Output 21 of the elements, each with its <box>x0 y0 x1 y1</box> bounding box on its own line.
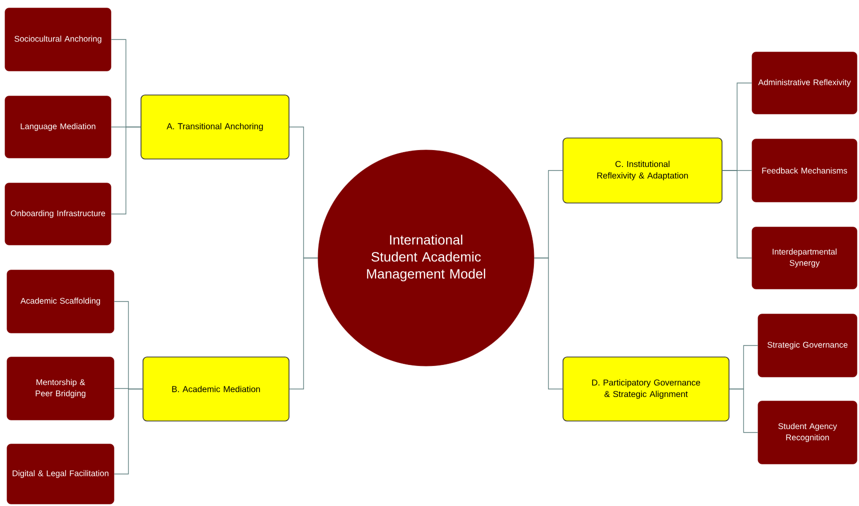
subtopic-box: Feedback Mechanisms <box>752 138 858 202</box>
subtopic-box: Language Mediation <box>4 96 112 158</box>
topic-box: B. Academic Mediation <box>142 356 290 422</box>
connector-line <box>110 126 141 214</box>
topic-box: A. Transitional Anchoring <box>140 94 290 160</box>
subtopic-box: Digital & Legal Facilitation <box>6 444 114 504</box>
subtopic-box: Sociocultural Anchoring <box>4 8 112 72</box>
connector-line <box>534 258 563 390</box>
subtopic-box: Interdepartmental Synergy <box>752 226 858 290</box>
subtopic-box: Student Agency Recognition <box>758 400 858 464</box>
connector-line <box>114 388 143 474</box>
connector-line <box>289 258 318 390</box>
topic-box: C. Institutional Reflexivity & Adaptation <box>562 138 722 204</box>
connector-line <box>722 170 752 258</box>
subtopic-box: Mentorship & Peer Bridging <box>6 356 114 420</box>
subtopic-box: Administrative Reflexivity <box>752 52 858 114</box>
connector-line <box>729 388 758 433</box>
topic-box: D. Participatory Governance & Strategic Alignment <box>562 356 730 422</box>
subtopic-box: Academic Scaffolding <box>6 270 114 334</box>
subtopic-box: Onboarding Infrastructure <box>4 182 112 246</box>
subtopic-box: Strategic Governance <box>758 314 858 378</box>
